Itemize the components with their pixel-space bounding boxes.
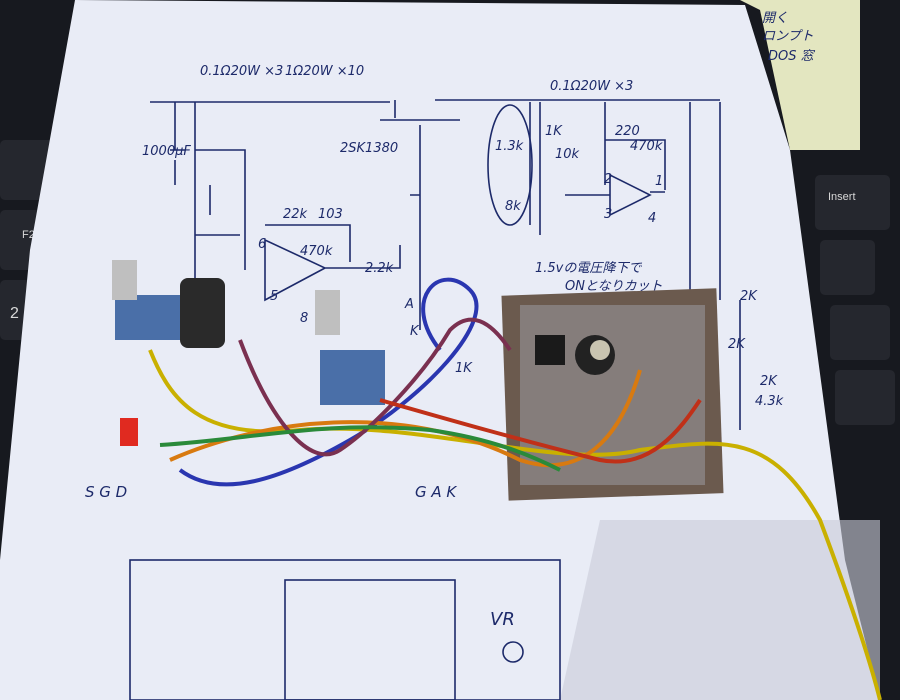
circuit-board xyxy=(501,288,724,501)
label-8k: 8k xyxy=(505,199,521,214)
wires xyxy=(148,277,882,700)
label-pin2: 2 xyxy=(604,172,612,187)
label-470k-b: 470k xyxy=(630,139,663,154)
label-470k-a: 470k xyxy=(300,244,333,259)
label-pin6: 6 xyxy=(258,237,266,252)
label-22k: 22k xyxy=(283,207,308,222)
key-insert-label: Insert xyxy=(828,191,856,203)
shadow xyxy=(560,520,880,700)
label-cap: 1000μF xyxy=(142,144,191,159)
label-2-2k: 2.2k xyxy=(365,261,394,276)
label-2k-c: 2K xyxy=(760,374,778,389)
sticky-note xyxy=(740,0,860,150)
label-pin5: 5 xyxy=(270,289,278,304)
note-line-2: ONとなりカット xyxy=(565,279,663,294)
schematic-labels: 0.1Ω20W ×3 1Ω20W ×10 0.1Ω20W ×3 1000μF 2… xyxy=(85,64,784,630)
schematic-drawing xyxy=(129,99,741,700)
label-pin4: 4 xyxy=(648,211,656,226)
potentiometer-left xyxy=(112,260,180,340)
label-220: 220 xyxy=(615,124,640,139)
label-2k-b: 2K xyxy=(728,337,746,352)
label-sgd: S G D xyxy=(85,483,127,501)
potentiometer-right xyxy=(315,290,385,405)
label-pin8: 8 xyxy=(300,311,308,326)
key-f2-label: F2 xyxy=(22,229,35,241)
label-fet: 2SK1380 xyxy=(340,141,398,156)
note-line-1: 1.5vの電圧降下で xyxy=(535,261,642,276)
label-1k: 1K xyxy=(545,124,563,139)
label-1k-b: 1K xyxy=(455,361,473,376)
label-led-a: A xyxy=(404,297,414,312)
label-r2: 1Ω20W ×10 xyxy=(285,64,364,79)
key-2-label: 2 xyxy=(10,305,19,322)
jack-connector xyxy=(180,278,225,348)
sticky-line-1: 開く xyxy=(762,11,788,26)
label-1-3k: 1.3k xyxy=(495,139,524,154)
label-gak: G A K xyxy=(415,483,457,501)
label-10k: 10k xyxy=(555,147,580,162)
label-r1: 0.1Ω20W ×3 xyxy=(200,64,283,79)
label-pin3: 3 xyxy=(604,207,612,222)
label-r3: 0.1Ω20W ×3 xyxy=(550,79,633,94)
red-led xyxy=(120,418,138,446)
label-2k-a: 2K xyxy=(740,289,758,304)
sticky-line-3: DOS 窓 xyxy=(768,48,816,64)
label-pin1: 1 xyxy=(655,174,663,189)
label-103: 103 xyxy=(318,207,343,222)
label-4-3k: 4.3k xyxy=(755,394,784,409)
sticky-line-2: ロンプト xyxy=(762,29,814,44)
label-vr: VR xyxy=(490,609,515,630)
label-led-k: K xyxy=(410,324,420,339)
